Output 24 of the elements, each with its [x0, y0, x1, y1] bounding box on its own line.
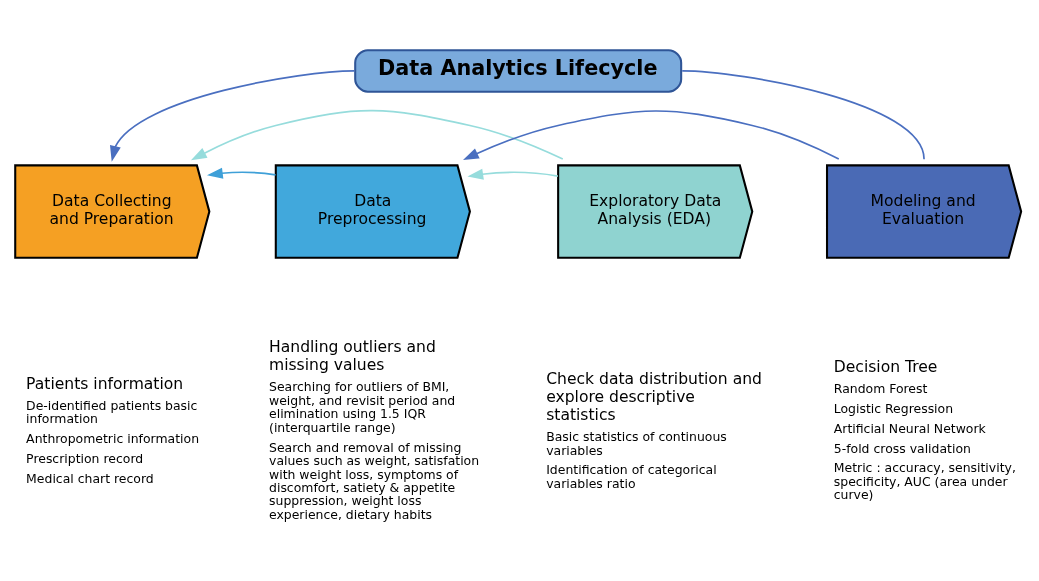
node-label: Handling outliers and missing values: [268, 338, 436, 374]
node-label: Identification of categorical variables ratio: [545, 462, 717, 491]
node-label: Medical chart record: [25, 470, 154, 486]
node-label: Check data distribution and explore descriptive statistics: [545, 370, 762, 424]
node-label: Decision Tree: [833, 357, 937, 376]
node-label: Logistic Regression: [833, 401, 953, 417]
node-label: Searching for outliers of BMI, weight, and revisit period and elimination using 1.5 IQR (interquartile range): [268, 379, 455, 435]
node-box: Data Analytics Lifecycle: [353, 49, 682, 93]
arrow: [190, 109, 564, 161]
node-label: Artificial Neural Network: [833, 420, 986, 436]
node-label: Prescription record: [25, 450, 143, 466]
arrow: [462, 110, 840, 161]
node-label: 5-fold cross validation: [833, 440, 971, 456]
arrow: [206, 167, 276, 179]
node-label: Search and removal of missing values such as weight, satisfation with weight loss, symptoms of discomfort, satiety & appetite suppression, weight loss experience, dietary habits: [268, 439, 479, 522]
node-label: Metric : accuracy, sensitivity, specificity, AUC (area under curve): [833, 460, 1016, 503]
node-label: De-identified patients basic information: [25, 397, 197, 427]
connector: [680, 70, 925, 160]
node-label: Random Forest: [833, 381, 927, 397]
arrow: [109, 70, 355, 162]
node-label: Basic statistics of continuous variables: [545, 429, 727, 458]
node-label: Patients information: [25, 374, 183, 393]
arrow: [466, 168, 559, 180]
node-label: Anthropometric information: [25, 431, 199, 447]
